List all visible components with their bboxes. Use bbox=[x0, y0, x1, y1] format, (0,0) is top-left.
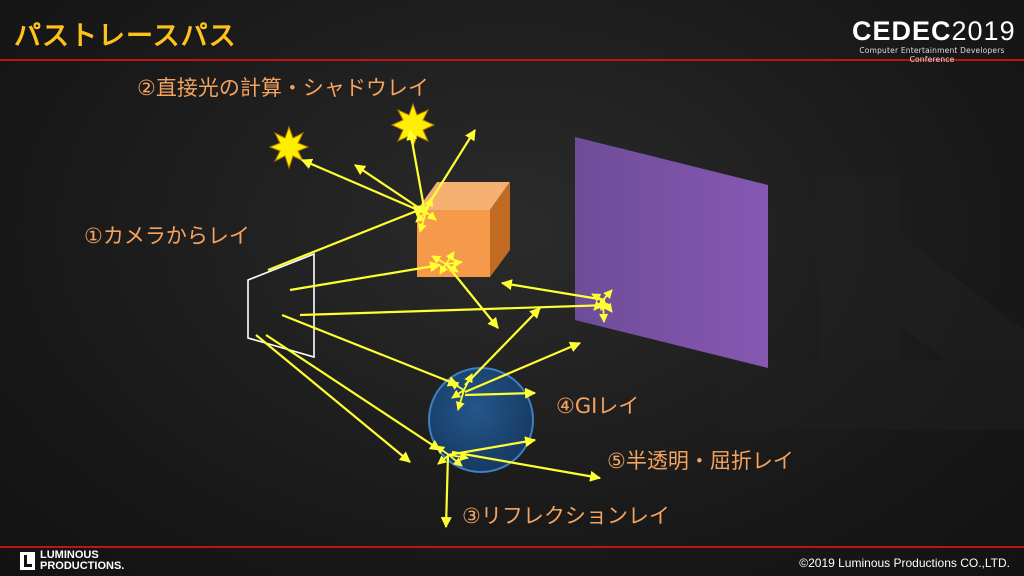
title-rule bbox=[0, 59, 1024, 61]
cedec-logo-main: CEDEC bbox=[852, 16, 952, 46]
label-translucent-ray: ⑤半透明・屈折レイ bbox=[607, 449, 794, 473]
cedec-logo-subtitle: Computer Entertainment Developers Confer… bbox=[859, 46, 1005, 64]
luminous-logo: LUMINOUS PRODUCTIONS. bbox=[20, 550, 124, 572]
purple-plane bbox=[575, 137, 768, 368]
light-burst-icon bbox=[268, 125, 310, 170]
footer-rule bbox=[0, 546, 1024, 548]
label-camera-ray: ①カメラからレイ bbox=[84, 224, 250, 248]
cedec-logo-year: 2019 bbox=[951, 16, 1016, 46]
luminous-logo-icon bbox=[20, 552, 35, 570]
slide-title: パストレースパス bbox=[14, 21, 237, 52]
copyright-text: ©2019 Luminous Productions CO.,LTD. bbox=[799, 556, 1010, 570]
orange-cube bbox=[417, 182, 510, 277]
label-reflection-ray: ③リフレクションレイ bbox=[462, 504, 670, 528]
cedec-logo: CEDEC2019 Computer Entertainment Develop… bbox=[852, 16, 1015, 64]
company-name-line2: PRODUCTIONS. bbox=[40, 560, 125, 572]
background-shapes bbox=[720, 175, 1024, 430]
ray-arrows bbox=[255, 128, 612, 529]
company-name-line1: LUMINOUS bbox=[40, 549, 99, 561]
camera-frustum bbox=[247, 252, 315, 359]
label-gi-ray: ④GIレイ bbox=[556, 394, 640, 418]
hit-point-cluster bbox=[413, 197, 613, 467]
label-direct-light: ②直接光の計算・シャドウレイ bbox=[137, 76, 429, 100]
